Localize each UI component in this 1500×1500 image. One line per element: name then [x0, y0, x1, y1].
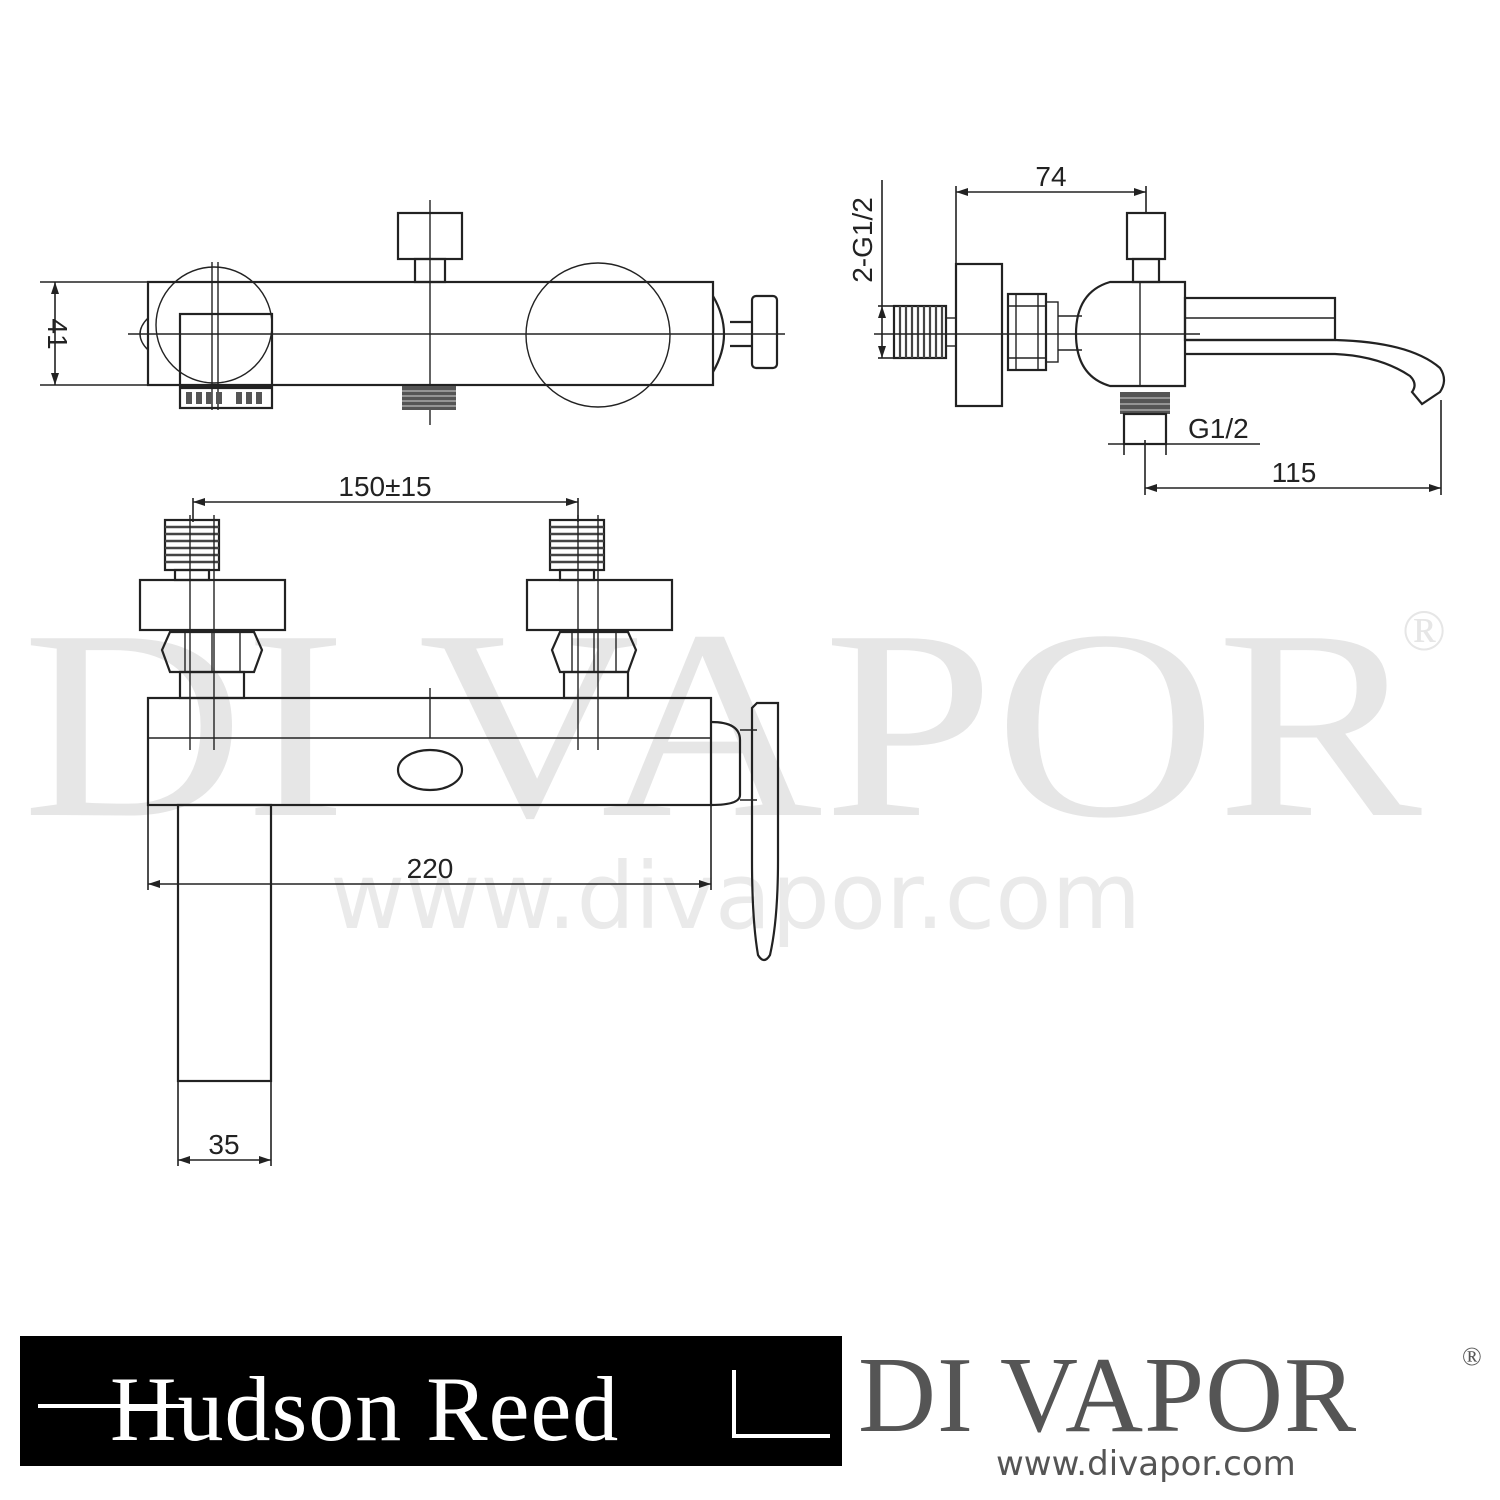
dim-length: 220	[407, 853, 454, 884]
hudson-reed-text: Hudson Reed	[110, 1358, 620, 1460]
dim-spout-reach: 115	[1272, 457, 1317, 488]
top-view: 41	[40, 200, 785, 425]
hudson-reed-underline-left	[38, 1404, 188, 1408]
dim-centres: 150±15	[338, 471, 431, 502]
hudson-reed-logo: Hudson Reed	[20, 1336, 842, 1466]
di-vapor-name: DI VAPOR	[858, 1336, 1358, 1455]
front-view: 150±15	[138, 471, 780, 1166]
hudson-reed-underline-right	[732, 1434, 830, 1438]
side-view: 74 2-G1/2 G1/2 115	[847, 161, 1446, 495]
di-vapor-registered: ®	[1462, 1342, 1482, 1371]
dim-height: 41	[42, 318, 73, 349]
watermark-url: www.divapor.com	[330, 843, 1141, 950]
watermark: DI VAPOR ® www.divapor.com	[22, 575, 1446, 950]
dim-handle-width: 35	[208, 1129, 239, 1160]
di-vapor-logo: DI VAPOR ® www.divapor.com	[858, 1336, 1488, 1484]
di-vapor-url: www.divapor.com	[996, 1444, 1296, 1484]
dim-outlet-thread: G1/2	[1188, 413, 1249, 444]
dim-depth: 74	[1035, 161, 1066, 192]
hudson-reed-bar	[732, 1370, 736, 1438]
watermark-brand: DI VAPOR	[22, 575, 1424, 874]
watermark-registered: ®	[1402, 598, 1446, 663]
dim-inlet-thread: 2-G1/2	[847, 197, 878, 283]
